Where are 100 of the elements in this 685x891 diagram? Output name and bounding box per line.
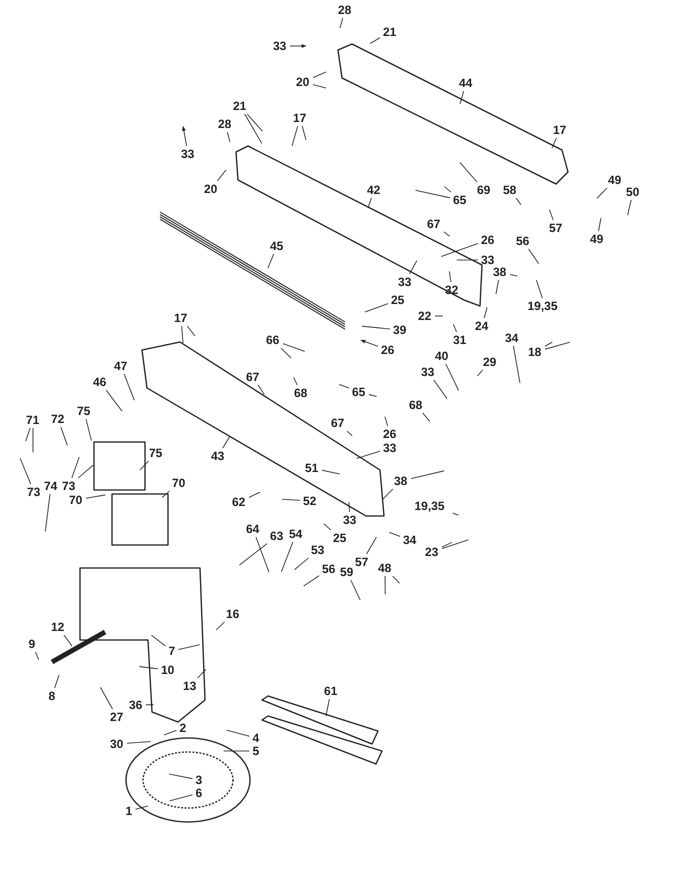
leader-line (64, 634, 72, 646)
callout-number: 36 (129, 698, 142, 712)
leader-line (384, 416, 388, 426)
callout-number: 34 (403, 533, 416, 547)
leader-line (35, 652, 40, 660)
callout-number: 56 (516, 234, 530, 248)
leader-line (452, 324, 457, 332)
leader-line (452, 512, 459, 516)
leader-line (181, 326, 184, 344)
callout-number: 12 (51, 620, 64, 634)
leader-line (303, 575, 320, 586)
callout-number: 40 (435, 349, 448, 363)
callout-number: 56 (322, 562, 336, 576)
callout-number: 69 (477, 183, 490, 197)
callout-number: 17 (553, 123, 566, 137)
leader-line (368, 394, 378, 397)
callout-number: 45 (270, 239, 284, 253)
leader-line (476, 370, 484, 376)
leader-line (496, 280, 499, 294)
callout-number: 25 (391, 293, 404, 307)
leader-line (409, 260, 418, 274)
callout-number: 8 (48, 689, 56, 703)
leader-line (280, 348, 292, 358)
leader-line (78, 464, 94, 478)
callout-number: 33 (421, 365, 434, 379)
leader-line (238, 543, 268, 566)
leader-line (338, 384, 350, 389)
callout-number: 48 (378, 561, 392, 575)
callout-number: 16 (226, 607, 240, 621)
leader-line (244, 114, 262, 144)
leader-line (392, 576, 400, 584)
callout-number: 44 (459, 76, 472, 90)
leader-line (20, 458, 32, 484)
callout-number: 65 (352, 385, 366, 399)
leader-line (528, 248, 540, 264)
callout-number: 70 (69, 493, 82, 507)
leader-line (216, 170, 226, 182)
callout-number: 10 (161, 663, 174, 677)
leader-line (513, 346, 520, 384)
callout-number: 73 (62, 479, 76, 493)
callout-number: 28 (338, 3, 352, 17)
leader-line (459, 162, 478, 182)
callout-number: 23 (425, 545, 438, 559)
leader-line (25, 428, 31, 442)
leader-line (312, 72, 326, 78)
callout-number: 50 (626, 185, 640, 199)
callout-number: 30 (110, 737, 124, 751)
callout-number: 26 (481, 233, 494, 247)
leader-line (150, 634, 166, 646)
callout-number: 21 (233, 99, 246, 113)
leader-line (106, 390, 122, 412)
callout-number: 7 (168, 644, 176, 658)
callout-number: 39 (393, 323, 406, 337)
leader-line (442, 539, 469, 550)
callout-number: 54 (289, 527, 302, 541)
callout-number: 47 (114, 359, 128, 373)
leader-line (510, 274, 518, 276)
callout-number: 71 (26, 413, 40, 427)
leader-line (598, 218, 602, 232)
callout-number: 33 (181, 147, 194, 161)
leader-line (544, 342, 570, 350)
leader-line (596, 188, 608, 199)
callout-number: 62 (232, 495, 246, 509)
callout-number: 6 (196, 786, 202, 800)
leader-line (294, 558, 309, 570)
callout-number: 61 (324, 684, 338, 698)
leader-line (348, 502, 350, 512)
leader-line (258, 384, 265, 396)
callout-number: 49 (590, 232, 604, 246)
callout-number: 74 (44, 479, 58, 493)
leader-line (444, 186, 452, 192)
leader-line (302, 126, 306, 140)
callout-number: 2 (180, 721, 186, 735)
callout-number: 33 (398, 275, 412, 289)
leader-line (281, 542, 294, 572)
leader-line (223, 750, 250, 752)
leader-line (135, 806, 148, 810)
callout-number: 46 (93, 375, 106, 389)
leader-line (422, 412, 430, 422)
leader-line (54, 674, 60, 688)
callout-number: 33 (273, 39, 286, 53)
callout-number: 9 (28, 637, 36, 651)
callout-number: 68 (409, 398, 422, 412)
leader-line (370, 37, 380, 44)
callout-number: 24 (475, 319, 488, 333)
callout-number: 52 (303, 494, 316, 508)
callout-number: 33 (383, 441, 396, 455)
leader-line (292, 126, 298, 146)
callout-number: 75 (149, 446, 162, 460)
leader-line (627, 200, 632, 216)
leader-line (246, 114, 263, 132)
leader-line (326, 698, 330, 716)
callout-number: 38 (493, 265, 506, 279)
leader-line (448, 270, 452, 282)
callout-number: 20 (296, 75, 310, 89)
leader-line (226, 132, 230, 142)
leader-line (146, 704, 154, 706)
callout-number: 1 (126, 804, 132, 818)
leader-line (140, 460, 149, 470)
leader-line (433, 380, 448, 399)
